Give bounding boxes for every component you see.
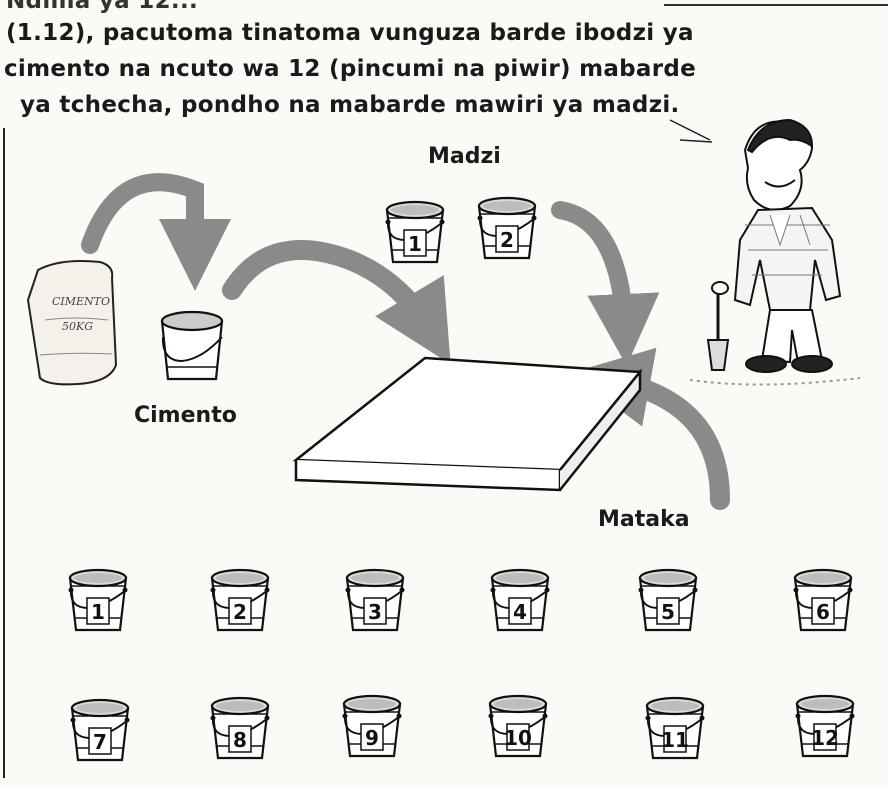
sand-bucket-11: 11	[644, 696, 706, 760]
instruction-line-3: ya tchecha, pondho na mabarde mawiri ya …	[20, 92, 680, 118]
cement-label: Cimento	[134, 403, 237, 428]
water-bucket-2: 2	[476, 196, 538, 260]
sand-bucket-number: 7	[93, 730, 107, 754]
sand-bucket-2: 2	[209, 568, 271, 632]
instruction-line-0: Ndima ya 12...	[6, 0, 199, 14]
cement-bag-icon: CIMENTO 50KG	[26, 260, 118, 386]
sand-bucket-7: 7	[69, 698, 131, 762]
sand-bucket-number: 10	[504, 726, 532, 750]
water-label: Madzi	[428, 144, 501, 169]
mixing-slab	[292, 356, 643, 492]
instruction-line-1: (1.12), pacutoma tinatoma vunguza barde …	[6, 20, 694, 46]
sand-bucket-number: 2	[233, 600, 247, 624]
sand-bucket-number: 5	[661, 600, 675, 624]
header-rule	[664, 4, 888, 6]
water-bucket-1: 1	[384, 200, 446, 264]
sand-bucket-5: 5	[637, 568, 699, 632]
sand-bucket-number: 6	[816, 600, 830, 624]
sand-bucket-number: 12	[811, 726, 839, 750]
sand-bucket-4: 4	[489, 568, 551, 632]
instruction-line-2: cimento na ncuto wa 12 (pincumi na piwir…	[4, 56, 697, 82]
sand-bucket-number: 11	[661, 728, 689, 752]
sand-bucket-3: 3	[344, 568, 406, 632]
man-figure	[689, 118, 861, 386]
bag-brand: CIMENTO	[52, 295, 110, 308]
sand-bucket-6: 6	[792, 568, 854, 632]
sand-bucket-number: 4	[513, 600, 527, 624]
sand-bucket-10: 10	[487, 694, 549, 758]
sand-label: Mataka	[598, 507, 690, 532]
speech-mark	[669, 119, 713, 143]
arrow-water-to-slab	[551, 201, 660, 366]
sand-bucket-number: 9	[365, 726, 379, 750]
sand-bucket-9: 9	[341, 694, 403, 758]
arrow-cement-to-slab	[222, 240, 451, 365]
sand-bucket-number: 3	[368, 600, 382, 624]
frame-left-border	[3, 128, 5, 778]
cement-bucket-icon	[160, 310, 224, 381]
sand-bucket-number: 1	[91, 600, 105, 624]
sand-bucket-8: 8	[209, 696, 271, 760]
bag-weight: 50KG	[62, 320, 93, 333]
water-bucket-number: 2	[500, 228, 514, 252]
water-bucket-number: 1	[408, 232, 422, 256]
sand-bucket-12: 12	[794, 694, 856, 758]
sand-bucket-number: 8	[233, 728, 247, 752]
arrow-bag-to-bucket	[81, 173, 231, 291]
sand-bucket-1: 1	[67, 568, 129, 632]
